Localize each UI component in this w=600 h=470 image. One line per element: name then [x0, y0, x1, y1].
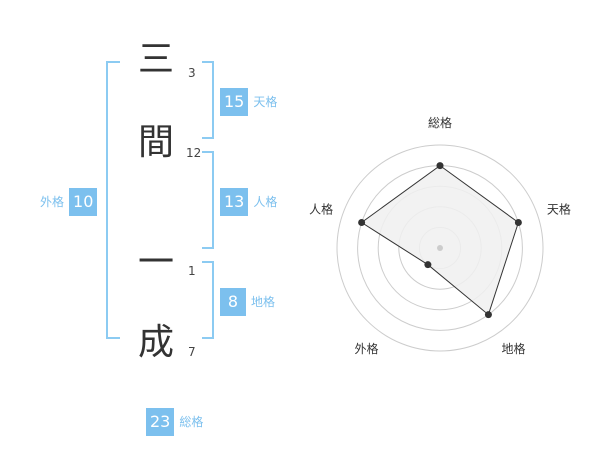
chikaku-value: 8	[220, 288, 246, 316]
tenkaku-label: 天格	[253, 95, 278, 109]
radar-axis-label-0: 総格	[428, 115, 452, 130]
stroke-count-2: 12	[186, 146, 202, 160]
gaikaku-result: 外格 10	[40, 188, 98, 216]
gaikaku-label: 外格	[40, 195, 65, 209]
chikaku-label: 地格	[251, 295, 276, 309]
tenkaku-value: 15	[220, 88, 249, 116]
outer-bracket	[106, 61, 120, 339]
soukaku-value: 23	[146, 408, 175, 436]
radar-points	[358, 162, 522, 319]
jinkaku-label: 人格	[253, 195, 278, 209]
radar-ring-5	[336, 144, 544, 352]
chikaku-result: 8 地格	[220, 288, 275, 316]
stroke-count-3: 1	[188, 264, 196, 278]
soukaku-result: 23 総格	[146, 408, 203, 436]
radar-axis-label-4: 人格	[309, 201, 333, 216]
name-char-2: 間	[137, 122, 174, 163]
radar-point-4	[358, 219, 366, 227]
jinkaku-bracket	[202, 151, 214, 249]
radar-axis-label-3: 外格	[355, 341, 379, 356]
name-char-4: 成	[137, 322, 174, 363]
radar-point-1	[514, 219, 522, 227]
radar-point-3	[424, 261, 432, 269]
radar-center-dot	[437, 245, 443, 251]
radar-axis-label-1: 天格	[547, 201, 571, 216]
radar-point-2	[484, 311, 492, 319]
stroke-count-1: 3	[188, 66, 196, 80]
name-char-1: 三	[137, 39, 174, 80]
name-char-3: 一	[137, 242, 174, 283]
jinkaku-value: 13	[220, 188, 249, 216]
soukaku-label: 総格	[179, 415, 204, 429]
tenkaku-bracket	[202, 61, 214, 139]
tenkaku-result: 15 天格	[220, 88, 277, 116]
radar-area	[360, 164, 519, 316]
gaikaku-value: 10	[69, 188, 98, 216]
radar-point-0	[436, 162, 444, 170]
jinkaku-result: 13 人格	[220, 188, 277, 216]
chikaku-bracket	[202, 261, 214, 339]
stroke-count-4: 7	[188, 345, 196, 359]
radar-axis-label-2: 地格	[501, 341, 525, 356]
